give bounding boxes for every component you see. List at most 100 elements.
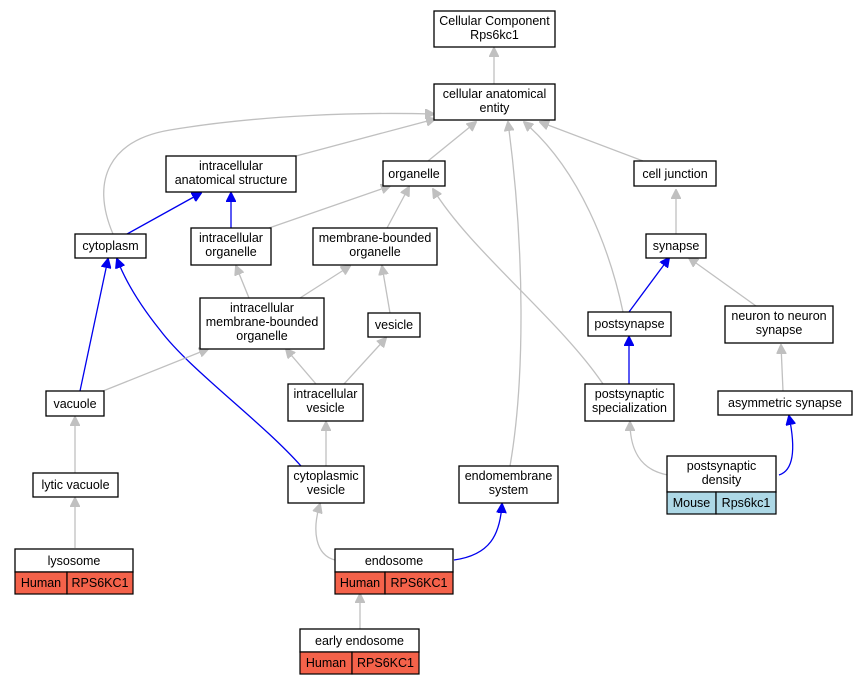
node-label: lytic vacuole	[41, 478, 109, 492]
node-asymmetric-synapse[interactable]: asymmetric synapse	[717, 390, 853, 416]
edge-cytoplasm-to-ias	[126, 193, 201, 235]
edge-imbo-to-intraorg	[236, 266, 250, 299]
edge-intravesicle-to-vesicle	[343, 338, 386, 385]
node-label: Cellular Component	[439, 14, 550, 28]
edge-endomembrane-to-cae	[508, 122, 522, 467]
edge-vacuole-to-imbo	[102, 349, 208, 392]
node-label: vesicle	[307, 483, 345, 497]
node-vacuole[interactable]: vacuole	[45, 390, 105, 417]
node-label: cellular anatomical	[443, 87, 547, 101]
edge-imbo-to-mbo	[299, 266, 350, 299]
node-label: postsynaptic	[595, 387, 664, 401]
node-membrane-bounded-organelle[interactable]: membrane-bounded organelle	[312, 227, 438, 266]
node-label: Rps6kc1	[470, 28, 519, 42]
node-label: asymmetric synapse	[728, 396, 842, 410]
node-cell-junction[interactable]: cell junction	[633, 160, 717, 187]
node-label: vacuole	[53, 397, 96, 411]
node-label: membrane-bounded	[206, 315, 319, 329]
node-label: endomembrane	[465, 469, 553, 483]
node-label: synapse	[756, 323, 803, 337]
edges	[75, 48, 793, 629]
edge-vacuole-to-cytoplasm	[79, 259, 108, 392]
node-label: organelle	[388, 167, 439, 181]
edge-vesicle-to-mbo	[382, 266, 391, 314]
edge-intravesicle-to-imbo	[286, 349, 317, 385]
species-label: Human	[306, 656, 346, 670]
node-lysosome[interactable]: lysosome Human RPS6KC1	[14, 548, 134, 595]
node-label: early endosome	[315, 634, 404, 648]
edge-organelle-to-cae	[427, 122, 476, 162]
node-vesicle[interactable]: vesicle	[367, 312, 421, 338]
node-postsynaptic-specialization[interactable]: postsynaptic specialization	[584, 383, 675, 422]
node-label: intracellular	[199, 231, 263, 245]
node-early-endosome[interactable]: early endosome Human RPS6KC1	[299, 628, 420, 675]
node-label: vesicle	[375, 318, 413, 332]
node-synapse[interactable]: synapse	[645, 233, 707, 259]
gene-label: Rps6kc1	[722, 496, 771, 510]
edge-asym-to-n2n	[781, 345, 783, 392]
node-cellular-anatomical-entity[interactable]: cellular anatomical entity	[433, 83, 556, 121]
node-label: vesicle	[306, 401, 344, 415]
edge-postsynapse-to-synapse	[628, 258, 669, 313]
node-label: synapse	[653, 239, 700, 253]
species-label: Human	[340, 576, 380, 590]
node-label: cell junction	[642, 167, 707, 181]
edge-mbo-to-organelle	[386, 187, 409, 229]
edge-ias-to-cae	[295, 119, 435, 157]
node-organelle[interactable]: organelle	[382, 160, 446, 187]
gene-tag	[384, 571, 454, 595]
node-label: membrane-bounded	[319, 231, 432, 245]
node-cellular-component-root[interactable]: Cellular Component Rps6kc1	[433, 10, 556, 48]
edge-cytoplasm-to-cae	[103, 113, 434, 235]
node-endosome[interactable]: endosome Human RPS6KC1	[334, 548, 454, 595]
node-label: organelle	[349, 245, 400, 259]
edge-psd-to-asym	[778, 416, 793, 476]
node-label: cytoplasmic	[293, 469, 358, 483]
node-neuron-to-neuron-synapse[interactable]: neuron to neuron synapse	[724, 305, 834, 344]
node-label: lysosome	[48, 554, 101, 568]
node-label: cytoplasm	[82, 239, 138, 253]
edge-intraorg-to-organelle	[268, 186, 390, 229]
node-intracellular-organelle[interactable]: intracellular organelle	[190, 227, 272, 266]
node-label: intracellular	[199, 159, 263, 173]
edge-endosome-to-cytovesicle	[316, 504, 336, 561]
node-label: postsynaptic	[687, 459, 756, 473]
node-cytoplasmic-vesicle[interactable]: cytoplasmic vesicle	[287, 465, 365, 504]
species-label: Mouse	[673, 496, 711, 510]
node-label: organelle	[236, 329, 287, 343]
node-label: system	[489, 483, 529, 497]
edge-celljunction-to-cae	[540, 122, 644, 162]
gene-tag	[715, 491, 777, 515]
node-label: intracellular	[294, 387, 358, 401]
gene-label: RPS6KC1	[391, 576, 448, 590]
edge-n2n-to-synapse	[689, 258, 757, 307]
edge-psd-to-postspec	[630, 422, 669, 476]
edge-endosome-to-endomembrane	[453, 504, 502, 561]
node-label: endosome	[365, 554, 423, 568]
edge-postspec-to-organelle	[433, 189, 604, 385]
node-label: density	[702, 473, 742, 487]
node-cytoplasm[interactable]: cytoplasm	[74, 233, 147, 259]
node-label: entity	[480, 101, 511, 115]
node-postsynapse[interactable]: postsynapse	[587, 311, 672, 337]
node-intracellular-anatomical-structure[interactable]: intracellular anatomical structure	[165, 155, 297, 193]
species-label: Human	[21, 576, 61, 590]
node-label: neuron to neuron	[731, 309, 826, 323]
node-label: intracellular	[230, 301, 294, 315]
node-label: anatomical structure	[175, 173, 288, 187]
edge-postsynapse-to-cae	[524, 122, 624, 313]
node-intracellular-vesicle[interactable]: intracellular vesicle	[287, 383, 364, 422]
gene-label: RPS6KC1	[357, 656, 414, 670]
node-lytic-vacuole[interactable]: lytic vacuole	[32, 472, 119, 498]
node-label: organelle	[205, 245, 256, 259]
node-label: postsynapse	[594, 317, 664, 331]
gene-label: RPS6KC1	[72, 576, 129, 590]
gene-tag	[66, 571, 134, 595]
edge-cytovesicle-to-cytoplasm	[117, 259, 302, 467]
node-endomembrane-system[interactable]: endomembrane system	[458, 465, 559, 504]
gene-tag	[351, 651, 420, 675]
node-postsynaptic-density[interactable]: postsynaptic density Mouse Rps6kc1	[666, 455, 777, 515]
node-intracellular-membrane-bounded-organelle[interactable]: intracellular membrane-bounded organelle	[199, 297, 325, 350]
node-label: specialization	[592, 401, 667, 415]
